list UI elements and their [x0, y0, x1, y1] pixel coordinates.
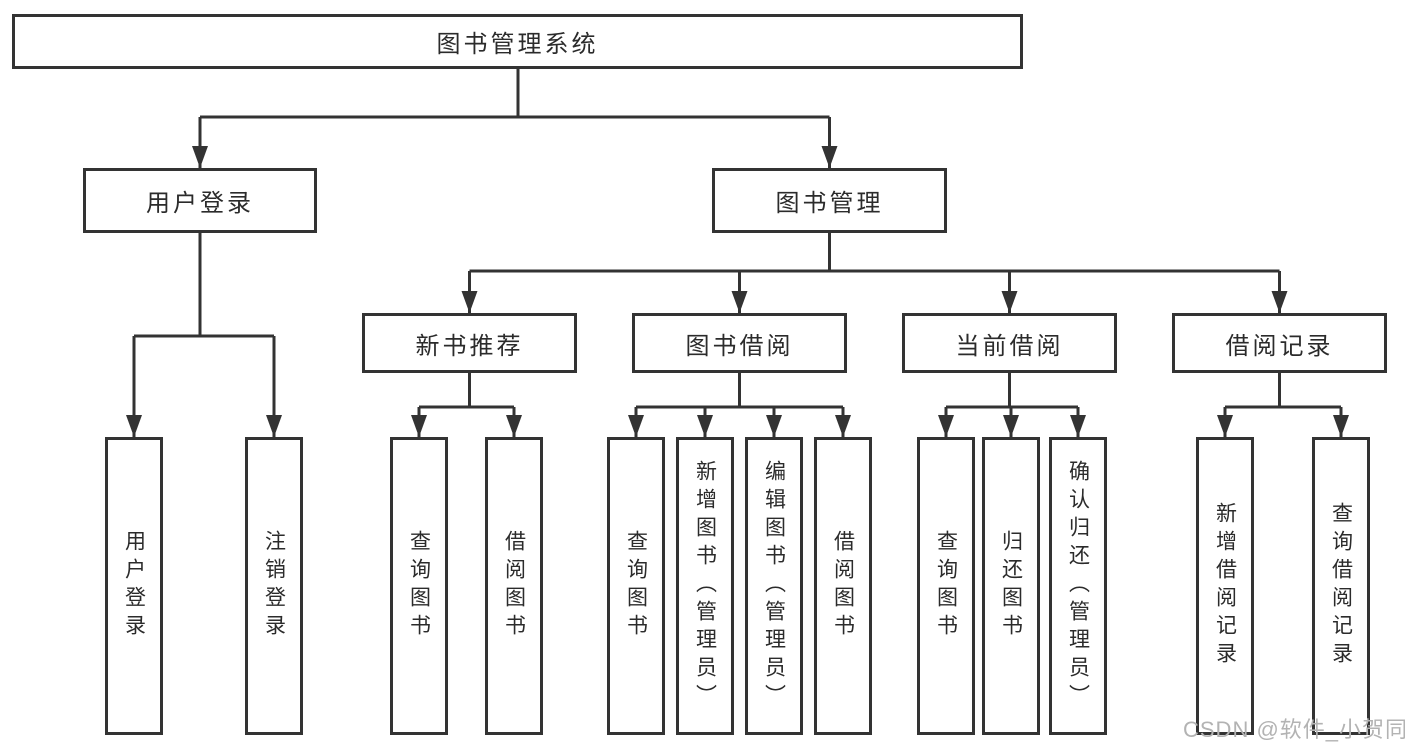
node-new-book-recommend: 新书推荐 — [362, 313, 577, 373]
leaf-search-books-borrow: 查询图书 — [607, 437, 665, 735]
node-book-borrow: 图书借阅 — [632, 313, 847, 373]
node-label: 确认归还（管理员） — [1066, 460, 1090, 712]
leaf-return-book: 归还图书 — [982, 437, 1040, 735]
leaf-search-books-recommend: 查询图书 — [390, 437, 448, 735]
leaf-user-login: 用户登录 — [105, 437, 163, 735]
connector-user-login — [134, 233, 274, 338]
node-label: 新书推荐 — [415, 332, 524, 360]
node-label: 查询借阅记录 — [1329, 502, 1353, 670]
connector-new-book — [419, 373, 514, 409]
leaf-confirm-return-admin: 确认归还（管理员） — [1049, 437, 1107, 735]
node-book-management: 图书管理 — [712, 168, 947, 233]
leaf-borrow-books: 借阅图书 — [814, 437, 872, 735]
node-label: 查询图书 — [934, 530, 958, 642]
leaf-logout: 注销登录 — [245, 437, 303, 735]
connector-book-management — [469, 233, 1280, 273]
csdn-watermark: CSDN @软件_小贺同学 — [1183, 717, 1405, 742]
leaf-search-borrow-record: 查询借阅记录 — [1312, 437, 1370, 735]
node-label: 图书借阅 — [685, 332, 794, 360]
leaf-edit-book-admin: 编辑图书（管理员） — [745, 437, 803, 735]
node-label: 借阅图书 — [831, 530, 855, 642]
node-library-system: 图书管理系统 — [12, 14, 1023, 69]
node-label: 查询图书 — [407, 530, 431, 642]
leaf-borrow-books-recommend: 借阅图书 — [485, 437, 543, 735]
node-label: 查询图书 — [624, 530, 648, 642]
node-label: 编辑图书（管理员） — [762, 460, 786, 712]
leaf-add-book-admin: 新增图书（管理员） — [676, 437, 734, 735]
node-label: 借阅图书 — [502, 530, 526, 642]
leaf-add-borrow-record: 新增借阅记录 — [1196, 437, 1254, 735]
node-label: 新增借阅记录 — [1213, 502, 1237, 670]
node-label: 图书管理 — [775, 190, 884, 217]
node-label: 图书管理系统 — [436, 31, 599, 58]
node-label: 注销登录 — [262, 530, 286, 642]
connector-borrow-records — [1225, 373, 1341, 409]
node-label: 用户登录 — [122, 530, 146, 642]
leaf-search-books-current: 查询图书 — [917, 437, 975, 735]
node-current-borrow: 当前借阅 — [902, 313, 1117, 373]
connector-current-borrow — [946, 373, 1078, 409]
node-label: 归还图书 — [999, 530, 1023, 642]
node-label: 借阅记录 — [1225, 332, 1334, 360]
node-user-login: 用户登录 — [83, 168, 317, 233]
node-label: 用户登录 — [146, 190, 254, 217]
node-borrow-records: 借阅记录 — [1172, 313, 1387, 373]
node-label: 当前借阅 — [955, 332, 1064, 360]
connector-book-borrow — [636, 373, 843, 409]
connector-root — [200, 69, 830, 119]
node-label: 新增图书（管理员） — [693, 460, 717, 712]
